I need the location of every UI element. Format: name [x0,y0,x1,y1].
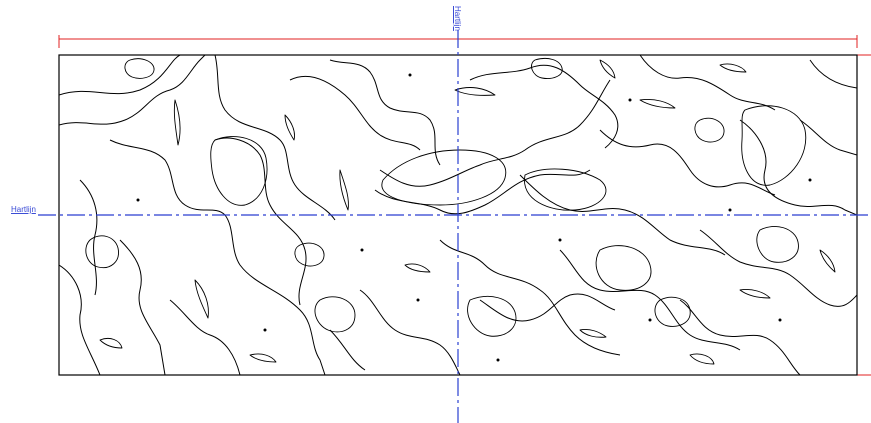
vertical-centerline-label[interactable]: Hartlijn [453,6,462,31]
dimension-lines [58,35,871,376]
organic-pattern [59,55,857,375]
centerlines [38,30,871,423]
horizontal-centerline-label[interactable]: Hartlijn [11,205,36,214]
